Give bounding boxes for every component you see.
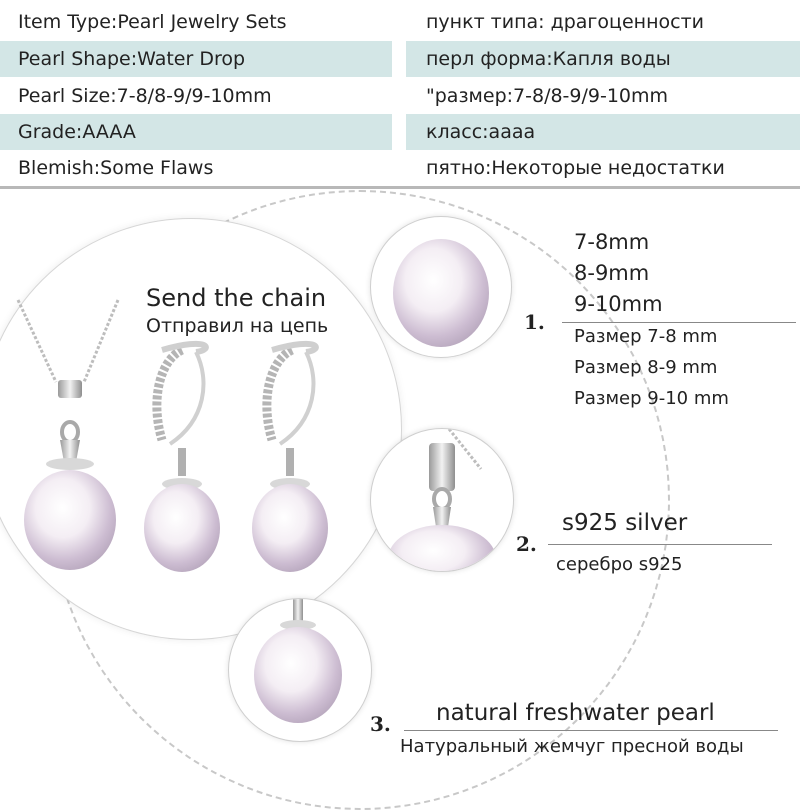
- feature-2-label-ru: серебро s925: [556, 554, 683, 575]
- feature-1-size-c: 9-10mm: [574, 292, 663, 316]
- feature-3-number: 3.: [370, 712, 391, 736]
- feature-1-divider: [562, 322, 796, 323]
- spec-item-type-en: Item Type:Pearl Jewelry Sets: [18, 11, 287, 33]
- feature-1-number: 1.: [524, 310, 545, 334]
- spec-row-pearl-size: Pearl Size:7-8/8-9/9-10mm "размер:7-8/8-…: [0, 78, 800, 114]
- necklace-chain-icon: [16, 299, 120, 383]
- spec-grade-ru: класс:аааа: [406, 114, 800, 150]
- main-photo-title-en: Send the chain: [146, 284, 327, 312]
- feature-2-divider: [548, 544, 772, 545]
- feature-1-size-b: 8-9mm: [574, 261, 650, 285]
- pearl-size-icon: [393, 239, 489, 347]
- pendant-pearl-icon: [24, 470, 116, 570]
- feature-1-size-ru-b: Размер 8-9 mm: [574, 357, 718, 378]
- earring-left-icon: [144, 340, 220, 572]
- feature-3-detail-photo: [228, 598, 372, 742]
- feature-1-size-a: 7-8mm: [574, 230, 650, 254]
- earring-right-icon: [252, 340, 328, 572]
- spec-blemish-en: Blemish:Some Flaws: [18, 157, 214, 179]
- pendant-bail-icon: [46, 380, 94, 470]
- feature-3-label-en: natural freshwater pearl: [436, 700, 715, 726]
- spec-pearl-size-ru: "размер:7-8/8-9/9-10mm: [426, 85, 669, 107]
- spec-row-pearl-shape: Pearl Shape:Water Drop перл форма:Капля …: [0, 41, 800, 77]
- silver-bail-icon: [388, 429, 496, 571]
- feature-1-detail-photo: [370, 216, 512, 358]
- feature-3-label-ru: Натуральный жемчуг пресной воды: [400, 736, 744, 757]
- table-divider: [0, 186, 800, 189]
- spec-pearl-shape-en: Pearl Shape:Water Drop: [0, 41, 392, 77]
- spec-row-grade: Grade:AAAA класс:аааа: [0, 114, 800, 150]
- freshwater-pearl-icon: [254, 599, 342, 723]
- spec-pearl-size-en: Pearl Size:7-8/8-9/9-10mm: [18, 85, 272, 107]
- feature-2-detail-photo: [370, 428, 514, 572]
- main-jewelry-illustration: [16, 299, 328, 572]
- spec-row-blemish: Blemish:Some Flaws пятно:Некоторые недос…: [0, 150, 800, 186]
- feature-2-label-en: s925 silver: [562, 510, 688, 536]
- feature-1-size-ru-a: Размер 7-8 mm: [574, 326, 718, 347]
- spec-grade-en: Grade:AAAA: [0, 114, 392, 150]
- feature-2-number: 2.: [516, 532, 537, 556]
- spec-table: Item Type:Pearl Jewelry Sets пункт типа:…: [0, 0, 800, 186]
- spec-pearl-shape-ru: перл форма:Капля воды: [406, 41, 800, 77]
- main-photo-title-ru: Отправил на цепь: [146, 315, 329, 337]
- spec-row-item-type: Item Type:Pearl Jewelry Sets пункт типа:…: [0, 4, 800, 40]
- feature-3-divider: [404, 730, 778, 731]
- spec-item-type-ru: пункт типа: драгоценности: [426, 11, 704, 33]
- spec-blemish-ru: пятно:Некоторые недостатки: [426, 157, 725, 179]
- feature-1-size-ru-c: Размер 9-10 mm: [574, 388, 729, 409]
